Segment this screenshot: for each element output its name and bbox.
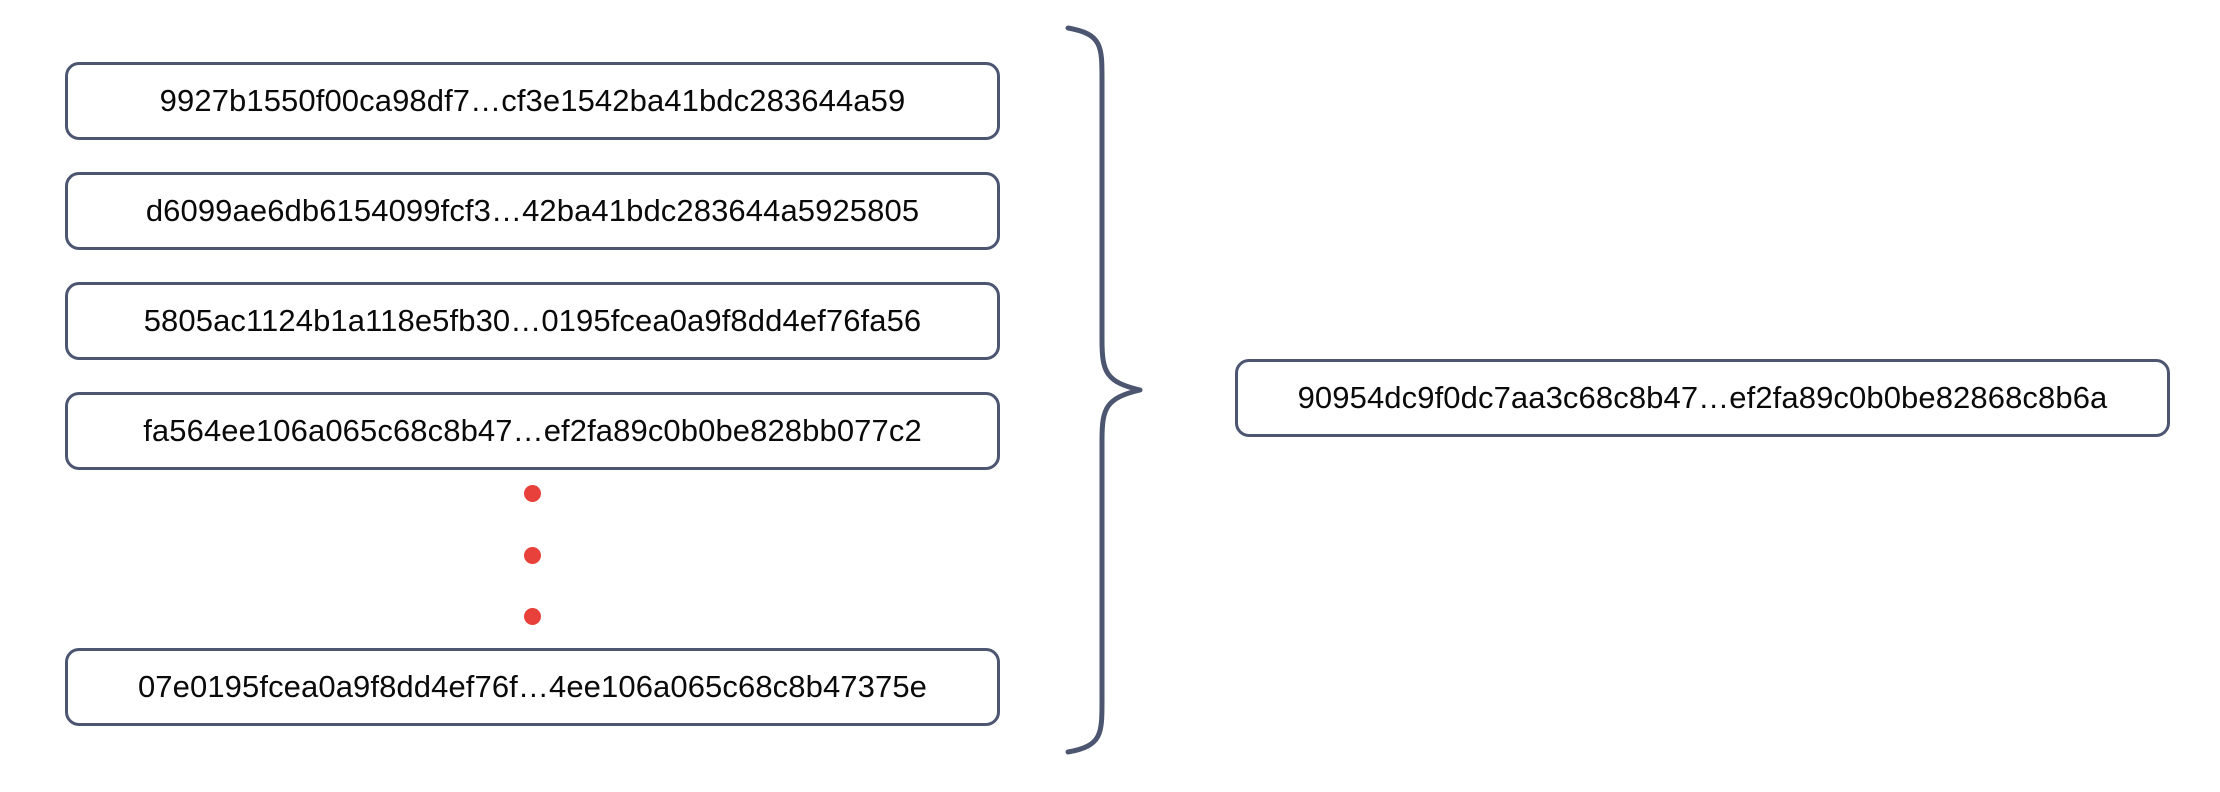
input-node-4-label: fa564ee106a065c68c8b47…ef2fa89c0b0be828b… [143, 413, 922, 448]
output-node-label: 90954dc9f0dc7aa3c68c8b47…ef2fa89c0b0be82… [1297, 380, 2108, 415]
input-node-5-label: 07e0195fcea0a9f8dd4ef76f…4ee106a065c68c8… [137, 669, 928, 704]
input-node-2-label: d6099ae6db6154099fcf3…42ba41bdc283644a59… [145, 193, 920, 228]
input-node-5[interactable]: 07e0195fcea0a9f8dd4ef76f…4ee106a065c68c8… [65, 648, 1000, 726]
vertical-ellipsis-icon [65, 485, 1000, 625]
output-node[interactable]: 90954dc9f0dc7aa3c68c8b47…ef2fa89c0b0be82… [1235, 359, 2170, 437]
ellipsis-dot-3 [524, 608, 541, 625]
input-node-2[interactable]: d6099ae6db6154099fcf3…42ba41bdc283644a59… [65, 172, 1000, 250]
input-node-3-label: 5805ac1124b1a118e5fb30…0195fcea0a9f8dd4e… [143, 303, 922, 338]
input-node-3[interactable]: 5805ac1124b1a118e5fb30…0195fcea0a9f8dd4e… [65, 282, 1000, 360]
input-node-1-label: 9927b1550f00ca98df7…cf3e1542ba41bdc28364… [159, 83, 906, 118]
input-node-1[interactable]: 9927b1550f00ca98df7…cf3e1542ba41bdc28364… [65, 62, 1000, 140]
input-node-4[interactable]: fa564ee106a065c68c8b47…ef2fa89c0b0be828b… [65, 392, 1000, 470]
ellipsis-dot-2 [524, 546, 541, 564]
ellipsis-dot-1 [524, 485, 541, 502]
curly-brace-icon [1040, 20, 1170, 760]
